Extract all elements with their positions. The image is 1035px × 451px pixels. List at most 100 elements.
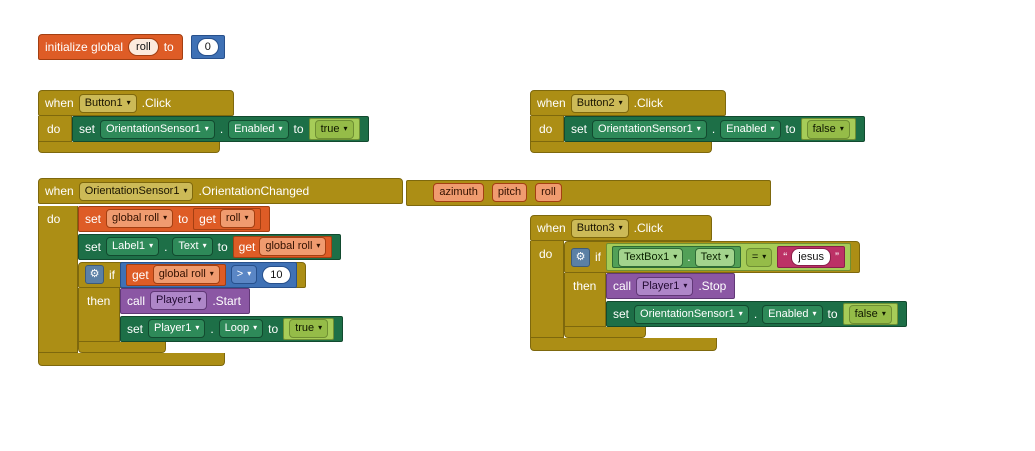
close-quote-label: ” bbox=[834, 250, 839, 264]
set-label: set bbox=[127, 321, 144, 336]
component-dropdown[interactable]: OrientationSensor1 bbox=[100, 119, 215, 139]
set-property-block[interactable]: set OrientationSensor1 . Enabled to fals… bbox=[606, 301, 907, 327]
block-when-button2-click[interactable]: when Button2 .Click do set OrientationSe… bbox=[530, 90, 865, 153]
component-dropdown[interactable]: OrientationSensor1 bbox=[78, 181, 194, 201]
logic-true-block[interactable]: true bbox=[283, 317, 335, 340]
component-dropdown[interactable]: OrientationSensor1 bbox=[592, 119, 707, 139]
param-roll[interactable]: roll bbox=[535, 183, 562, 202]
property-dropdown[interactable]: Enabled bbox=[228, 119, 289, 139]
to-label: to bbox=[827, 307, 838, 321]
block-footer bbox=[530, 142, 712, 153]
event-name-label: .Click bbox=[141, 96, 171, 110]
logic-value-dropdown[interactable]: false bbox=[848, 304, 892, 324]
to-label: to bbox=[163, 40, 174, 54]
event-header[interactable]: when Button1 .Click bbox=[38, 90, 234, 116]
component-dropdown[interactable]: Button1 bbox=[78, 93, 137, 113]
component-dropdown[interactable]: OrientationSensor1 bbox=[634, 304, 749, 324]
event-header[interactable]: when OrientationSensor1 .OrientationChan… bbox=[38, 178, 403, 204]
global-name-field[interactable]: roll bbox=[128, 38, 159, 56]
component-property-getter-block[interactable]: TextBox1 . Text bbox=[612, 246, 741, 268]
dot-label: . bbox=[711, 122, 716, 136]
to-label: to bbox=[785, 122, 796, 136]
block-footer bbox=[38, 142, 220, 153]
mutator-gear-icon[interactable] bbox=[85, 265, 104, 284]
param-pitch[interactable]: pitch bbox=[491, 183, 528, 202]
if-header[interactable]: if get global roll > 10 bbox=[78, 261, 306, 288]
param-azimuth[interactable]: azimuth bbox=[433, 183, 484, 202]
call-method-block[interactable]: call Player1 .Start bbox=[120, 287, 251, 314]
property-dropdown[interactable]: Loop bbox=[218, 319, 264, 338]
number-block-0[interactable]: 0 bbox=[190, 35, 225, 59]
equals-comparison-block[interactable]: TextBox1 . Text = “ jesus ” bbox=[606, 243, 851, 271]
event-params-row: azimuth pitch roll bbox=[406, 179, 772, 206]
do-label: do bbox=[47, 211, 61, 226]
set-property-block[interactable]: set OrientationSensor1 . Enabled to fals… bbox=[564, 116, 865, 142]
text-string-block[interactable]: “ jesus ” bbox=[777, 246, 845, 268]
component-dropdown[interactable]: Button3 bbox=[570, 218, 629, 238]
call-method-block[interactable]: call Player1 .Stop bbox=[606, 273, 736, 299]
logic-value-dropdown[interactable]: true bbox=[314, 119, 354, 139]
set-global-variable-block[interactable]: set global roll to get roll bbox=[78, 205, 270, 232]
if-block[interactable]: if get global roll > 10 then bbox=[78, 261, 344, 353]
component-dropdown[interactable]: TextBox1 bbox=[618, 247, 684, 267]
if-label: if bbox=[109, 267, 115, 282]
get-variable-block[interactable]: get roll bbox=[193, 207, 261, 230]
get-variable-block[interactable]: get global roll bbox=[232, 235, 333, 258]
block-when-orientation-changed[interactable]: when OrientationSensor1 .OrientationChan… bbox=[38, 178, 772, 366]
variable-dropdown[interactable]: global roll bbox=[152, 265, 220, 284]
component-dropdown[interactable]: Button2 bbox=[570, 93, 629, 113]
block-initialize-global[interactable]: initialize global roll to 0 bbox=[38, 34, 225, 60]
set-property-block[interactable]: set OrientationSensor1 . Enabled to true bbox=[72, 116, 369, 142]
when-label: when bbox=[45, 184, 74, 198]
event-name-label: .Click bbox=[633, 221, 663, 235]
text-field[interactable]: jesus bbox=[791, 248, 831, 266]
event-header[interactable]: when Button3 .Click bbox=[530, 215, 712, 241]
initialize-global-label: initialize global bbox=[45, 40, 124, 54]
set-property-block[interactable]: set Label1 . Text to get global roll bbox=[78, 233, 342, 260]
do-rail: do bbox=[530, 241, 564, 338]
property-dropdown[interactable]: Enabled bbox=[762, 304, 823, 324]
logic-true-block[interactable]: true bbox=[308, 118, 360, 140]
logic-value-dropdown[interactable]: false bbox=[806, 119, 850, 139]
to-label: to bbox=[178, 211, 189, 226]
set-label: set bbox=[79, 122, 96, 136]
if-block[interactable]: if TextBox1 . Text = “ jesus ” bbox=[564, 241, 907, 338]
property-dropdown[interactable]: Text bbox=[172, 237, 213, 256]
set-label: set bbox=[613, 307, 630, 321]
operator-dropdown[interactable]: = bbox=[745, 247, 773, 267]
initialize-global-block[interactable]: initialize global roll to bbox=[38, 34, 183, 60]
variable-dropdown[interactable]: global roll bbox=[106, 209, 174, 228]
block-when-button3-click[interactable]: when Button3 .Click do if TextBox1 . bbox=[530, 215, 907, 351]
get-label: get bbox=[199, 211, 216, 226]
comparison-block[interactable]: get global roll > 10 bbox=[120, 261, 297, 288]
component-dropdown[interactable]: Label1 bbox=[106, 237, 160, 256]
block-when-button1-click[interactable]: when Button1 .Click do set OrientationSe… bbox=[38, 90, 369, 153]
number-field[interactable]: 0 bbox=[196, 38, 219, 56]
component-dropdown[interactable]: Player1 bbox=[148, 319, 206, 338]
get-variable-block[interactable]: get global roll bbox=[126, 263, 226, 286]
set-property-block[interactable]: set Player1 . Loop to true bbox=[120, 315, 344, 342]
component-dropdown[interactable]: Player1 bbox=[636, 276, 694, 296]
logic-false-block[interactable]: false bbox=[842, 303, 898, 325]
do-label: do bbox=[539, 122, 553, 136]
block-footer bbox=[530, 338, 717, 351]
variable-dropdown[interactable]: global roll bbox=[259, 237, 327, 256]
event-header[interactable]: when Button2 .Click bbox=[530, 90, 726, 116]
get-label: get bbox=[132, 267, 149, 282]
mutator-gear-icon[interactable] bbox=[571, 247, 590, 267]
get-label: get bbox=[238, 239, 256, 254]
number-field[interactable]: 10 bbox=[262, 265, 291, 284]
event-name-label: .Click bbox=[633, 96, 663, 110]
set-label: set bbox=[571, 122, 588, 136]
logic-value-dropdown[interactable]: true bbox=[289, 319, 329, 338]
component-dropdown[interactable]: Player1 bbox=[150, 291, 208, 310]
property-dropdown[interactable]: Enabled bbox=[720, 119, 781, 139]
if-header[interactable]: if TextBox1 . Text = “ jesus ” bbox=[564, 241, 860, 273]
variable-dropdown[interactable]: roll bbox=[219, 209, 255, 228]
call-label: call bbox=[127, 293, 146, 308]
operator-dropdown[interactable]: > bbox=[230, 265, 258, 284]
do-label: do bbox=[47, 122, 61, 136]
logic-false-block[interactable]: false bbox=[800, 118, 856, 140]
property-dropdown[interactable]: Text bbox=[694, 247, 735, 267]
